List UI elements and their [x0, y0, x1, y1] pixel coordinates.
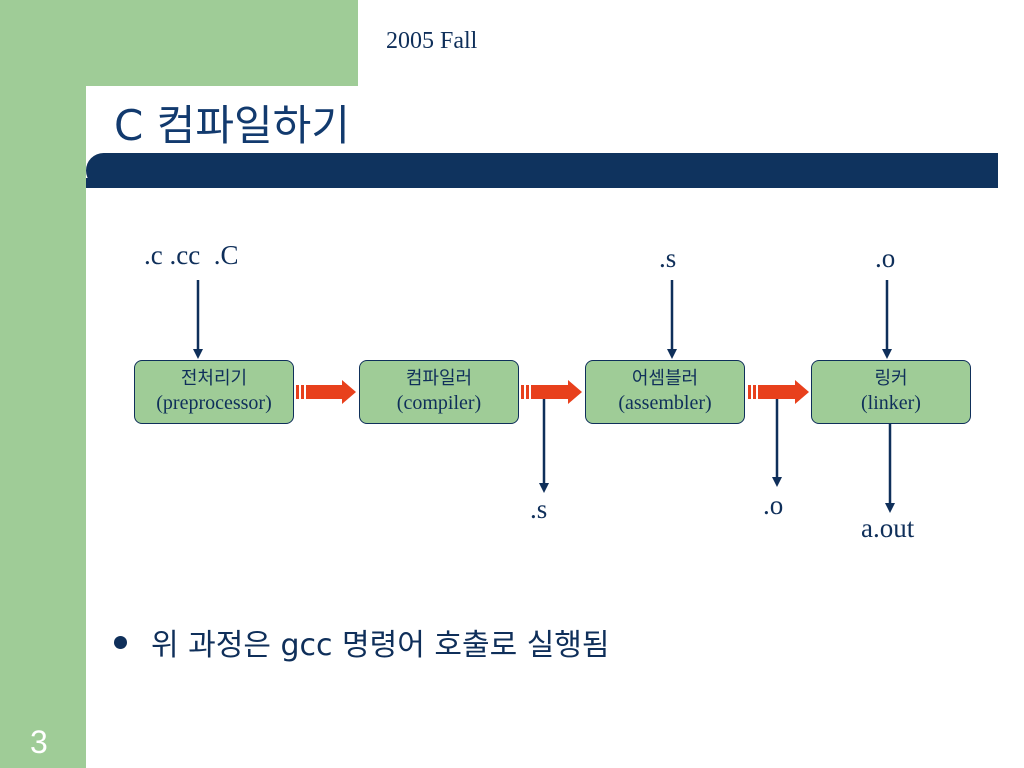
- input-label-assembler: .s: [659, 243, 677, 273]
- left-decor-strip: [0, 0, 86, 768]
- top-decor-band: [0, 0, 358, 86]
- bullet-text: 위 과정은 gcc 명령어 호출로 실행됨: [151, 628, 610, 663]
- header-date: 2005 Fall: [386, 28, 478, 54]
- title-bar-notch: [86, 178, 132, 188]
- input-label-linker: .o: [875, 243, 896, 273]
- stage-label-en: (linker): [861, 391, 921, 414]
- stage-label-kr: 컴파일러: [405, 368, 473, 390]
- stage-label-kr: 링커: [874, 368, 908, 390]
- stage-linker: 링커 (linker): [811, 360, 971, 424]
- stage-compiler: 컴파일러 (compiler): [359, 360, 519, 424]
- title-underline-bar: [86, 153, 998, 188]
- stage-label-en: (compiler): [396, 391, 482, 414]
- output-label-compiler: .s: [530, 494, 548, 524]
- stage-label-en: (assembler): [618, 391, 712, 414]
- flow-arrow-2: [521, 380, 582, 404]
- slide-title: C 컴파일하기: [114, 101, 350, 150]
- flow-arrow-1: [296, 380, 356, 404]
- bullet-item: 위 과정은 gcc 명령어 호출로 실행됨: [114, 620, 610, 664]
- stage-label-kr: 어셈블러: [631, 368, 699, 390]
- page-number: 3: [30, 724, 48, 760]
- flow-arrow-3: [748, 380, 809, 404]
- output-label-assembler: .o: [763, 490, 784, 520]
- stage-assembler: 어셈블러 (assembler): [585, 360, 745, 424]
- stage-preprocessor: 전처리기 (preprocessor): [134, 360, 294, 424]
- input-label-preprocessor: .c .cc .C: [144, 240, 239, 270]
- output-label-linker: a.out: [861, 513, 915, 543]
- stage-label-en: (preprocessor): [156, 391, 272, 414]
- bullet-dot-icon: [114, 635, 127, 649]
- stage-label-kr: 전처리기: [180, 368, 248, 390]
